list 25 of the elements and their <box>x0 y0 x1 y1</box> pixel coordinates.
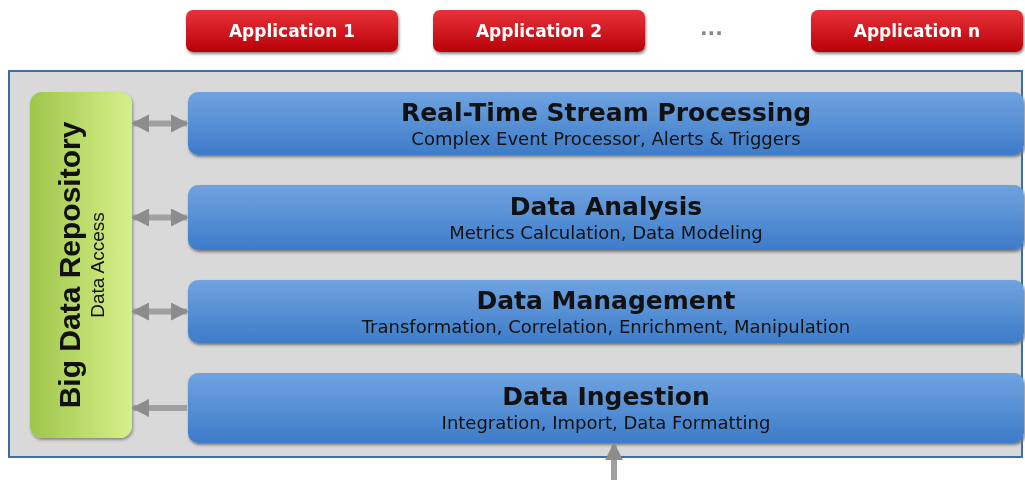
layer-subtitle: Data Access <box>87 212 109 318</box>
arrow <box>605 442 623 480</box>
layer-title: Real-Time Stream Processing <box>400 97 812 128</box>
panel-background <box>8 70 1023 458</box>
layer-box <box>188 373 1024 443</box>
arrow <box>131 114 189 133</box>
layer-title: Data Ingestion <box>502 382 710 413</box>
layer-subtitle: Complex Event Processor, Alerts & Triggers <box>411 127 801 150</box>
application-button: Application 2 <box>433 10 645 52</box>
arrow <box>131 302 189 321</box>
layer-title: Data Analysis <box>509 191 703 222</box>
layer-subtitle: Integration, Import, Data Formatting <box>441 412 771 434</box>
layer-box <box>188 92 1024 155</box>
arrow <box>131 399 187 417</box>
layer-subtitle: Transformation, Correlation, Enrichment, Manipulation <box>361 315 851 338</box>
layer-title: Big Data Repository <box>53 121 87 409</box>
layer-box <box>188 185 1024 250</box>
arrow <box>131 208 189 227</box>
application-button: Application 1 <box>186 10 398 52</box>
repository-bar <box>30 92 132 438</box>
layer-box <box>188 280 1024 343</box>
layer-title: Data Management <box>476 285 736 316</box>
application-button: Application n <box>811 10 1023 52</box>
ellipsis-label: ... <box>700 16 723 40</box>
layer-subtitle: Metrics Calculation, Data Modeling <box>449 221 763 244</box>
